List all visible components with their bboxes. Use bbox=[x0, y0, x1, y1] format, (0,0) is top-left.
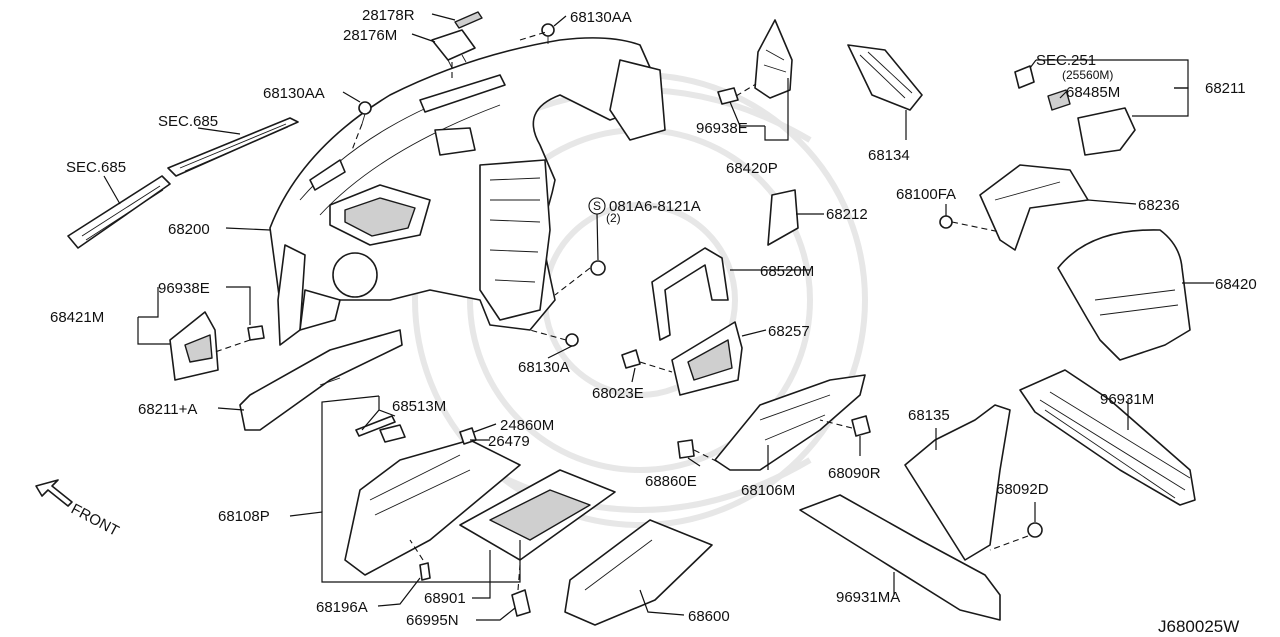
part-68257-center-cluster bbox=[671, 321, 743, 396]
label-28176M: 28176M bbox=[343, 27, 397, 44]
label-96938E-left: 96938E bbox=[158, 280, 210, 297]
label-68134: 68134 bbox=[868, 147, 910, 164]
label-081A6-qty: (2) bbox=[606, 211, 621, 225]
part-96938E-clip-left bbox=[247, 325, 265, 341]
label-081A6-8121A: 081A6-8121A bbox=[609, 198, 701, 215]
part-68130AA-clip-left bbox=[358, 101, 372, 125]
part-68108P-glove-box-assembly bbox=[344, 424, 521, 576]
label-sec685-a: SEC.685 bbox=[158, 113, 218, 130]
label-68092D: 68092D bbox=[996, 481, 1049, 498]
part-68092D-clip bbox=[1027, 522, 1043, 538]
label-24860M: 24860M bbox=[500, 417, 554, 434]
part-68090R-connector bbox=[851, 415, 871, 437]
label-96931MA: 96931MA bbox=[836, 589, 900, 606]
label-68090R: 68090R bbox=[828, 465, 881, 482]
label-68100FA: 68100FA bbox=[896, 186, 956, 203]
label-68130A: 68130A bbox=[518, 359, 570, 376]
part-68106M-lower-bracket bbox=[714, 374, 866, 471]
part-68135-side-trim bbox=[904, 404, 1011, 561]
label-68211: 68211 bbox=[1205, 80, 1246, 97]
label-front: FRONT bbox=[68, 501, 122, 540]
part-96931M-lower-panel bbox=[1019, 369, 1196, 506]
label-68420: 68420 bbox=[1215, 276, 1257, 293]
part-96938E-clip-mid bbox=[717, 87, 739, 105]
standard-part-marker-icon bbox=[588, 197, 606, 215]
part-68134-side-panel bbox=[847, 44, 923, 111]
part-96931MA-kick-panel bbox=[799, 494, 1001, 621]
part-28178R-speaker-grille bbox=[454, 11, 483, 29]
part-68420P-side-finisher bbox=[754, 19, 793, 99]
part-labels: 28178R 28176M 68130AA 68130AA SEC.685 SE… bbox=[50, 7, 1257, 636]
part-68600-glove-box-lid bbox=[564, 519, 713, 626]
label-68108P: 68108P bbox=[218, 508, 270, 525]
label-68211A: 68211+A bbox=[138, 401, 197, 418]
label-66995N: 66995N bbox=[406, 612, 459, 629]
part-sec685-defroster-grille-lower bbox=[67, 175, 171, 249]
part-68520M-cluster-bezel bbox=[651, 247, 729, 341]
part-28176M-speaker-cover bbox=[431, 29, 476, 69]
part-68100FA-screw bbox=[939, 215, 953, 229]
label-68420P: 68420P bbox=[726, 160, 778, 177]
label-28178R: 28178R bbox=[362, 7, 415, 24]
label-96938E-mid: 96938E bbox=[696, 120, 748, 137]
diagram-code: J680025W bbox=[1158, 617, 1239, 636]
part-66995N-lock bbox=[511, 589, 531, 617]
part-68421M-side-cover bbox=[169, 311, 219, 381]
leader-lines bbox=[103, 13, 1214, 621]
label-68257: 68257 bbox=[768, 323, 810, 340]
label-68023E: 68023E bbox=[592, 385, 644, 402]
label-68106M: 68106M bbox=[741, 482, 795, 499]
label-68421M: 68421M bbox=[50, 309, 104, 326]
label-68520M: 68520M bbox=[760, 263, 814, 280]
label-68130AA-left: 68130AA bbox=[263, 85, 325, 102]
label-68135: 68135 bbox=[908, 407, 950, 424]
part-68513M-damper bbox=[355, 415, 396, 437]
part-68196A-bumper bbox=[419, 562, 431, 581]
label-68513M: 68513M bbox=[392, 398, 446, 415]
label-68236: 68236 bbox=[1138, 197, 1180, 214]
label-68212: 68212 bbox=[826, 206, 868, 223]
label-68860E: 68860E bbox=[645, 473, 697, 490]
label-25560M: (25560M) bbox=[1062, 68, 1113, 82]
label-68196A: 68196A bbox=[316, 599, 368, 616]
part-68236-upper-cover bbox=[979, 164, 1089, 251]
label-96931M: 96931M bbox=[1100, 391, 1154, 408]
part-68212-bracket bbox=[767, 189, 799, 246]
part-68130AA-clip-top bbox=[541, 23, 555, 44]
part-68901-glove-box-lid-inner bbox=[459, 469, 616, 561]
part-68485M-switch bbox=[1047, 89, 1071, 111]
label-68200: 68200 bbox=[168, 221, 210, 238]
part-68211-finisher bbox=[1077, 107, 1136, 156]
part-sec685-defroster-grille-upper bbox=[167, 117, 299, 177]
label-68485M: 68485M bbox=[1066, 84, 1120, 101]
label-68901: 68901 bbox=[424, 590, 466, 607]
label-68600: 68600 bbox=[688, 608, 730, 625]
part-sec251-switch bbox=[1014, 65, 1035, 89]
front-direction-arrow bbox=[35, 479, 73, 507]
label-sec685-b: SEC.685 bbox=[66, 159, 126, 176]
standard-part-marker-letter: S bbox=[593, 199, 601, 213]
label-sec251: SEC.251 bbox=[1036, 52, 1096, 69]
part-68211A-lower-cover bbox=[239, 329, 403, 431]
part-68860E-clip bbox=[677, 439, 695, 459]
label-26479: 26479 bbox=[488, 433, 530, 450]
dashed-assembly-lines bbox=[214, 31, 1029, 591]
part-68130A-clip bbox=[565, 333, 579, 347]
part-68023E-clip bbox=[621, 349, 641, 369]
part-68420-console-cover bbox=[1057, 229, 1191, 361]
label-68130AA-top: 68130AA bbox=[570, 9, 632, 26]
